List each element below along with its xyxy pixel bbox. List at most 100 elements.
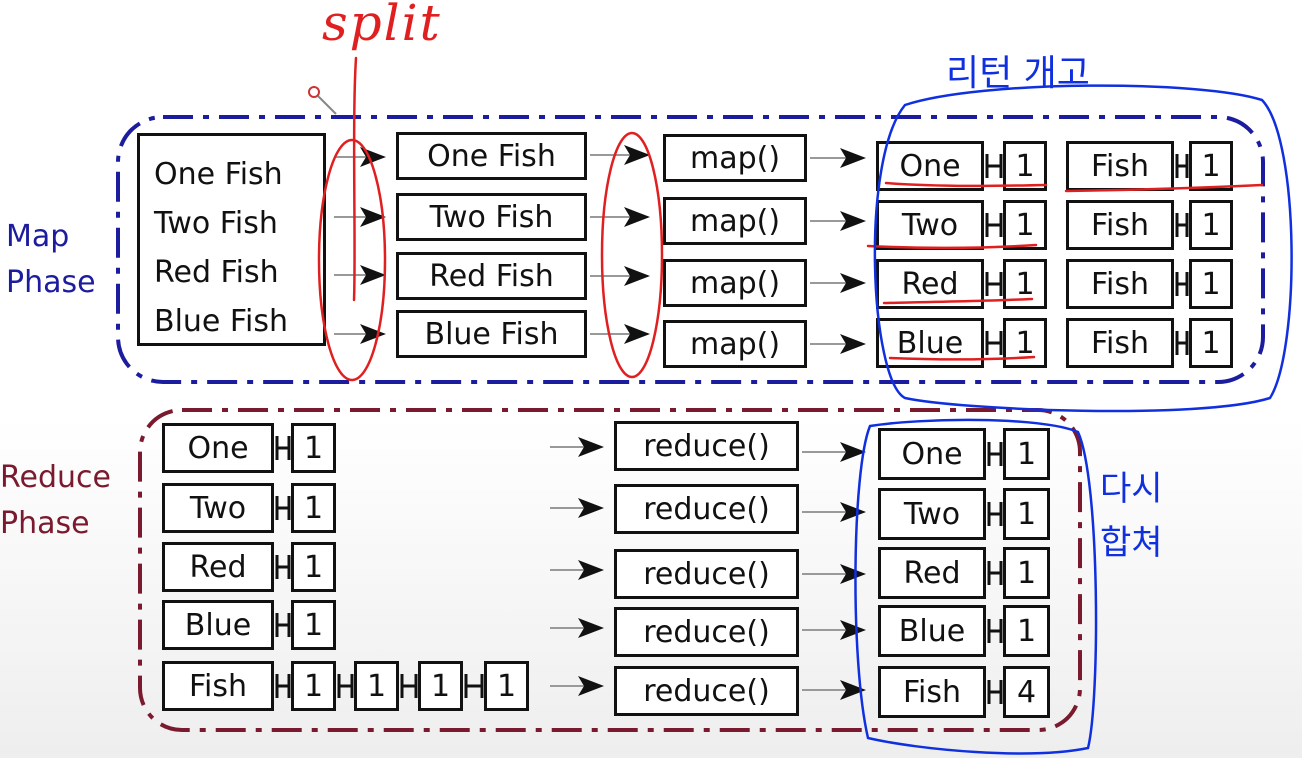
reduce-phase-label-line2: Phase bbox=[0, 506, 90, 541]
kv-connector bbox=[987, 502, 1003, 526]
split-ellipse-1 bbox=[317, 138, 387, 382]
input-line: One Fish bbox=[154, 157, 283, 192]
kv-connector bbox=[987, 619, 1003, 643]
cursor-icon bbox=[308, 86, 337, 115]
annotation-split: split bbox=[322, 0, 442, 52]
split-box: Blue Fish bbox=[396, 310, 587, 358]
arrowhead bbox=[578, 618, 604, 638]
map-output-key: Fish bbox=[1066, 200, 1174, 250]
underline-blue bbox=[888, 355, 1036, 361]
map-output-key: Fish bbox=[1066, 259, 1174, 309]
arrowhead bbox=[624, 145, 650, 165]
reduce-function-box: reduce() bbox=[614, 484, 799, 534]
underline-fish bbox=[1064, 183, 1264, 193]
arrowhead bbox=[840, 211, 866, 231]
map-function-box: map() bbox=[663, 320, 807, 368]
split-box: One Fish bbox=[396, 132, 587, 180]
group-value: 1 bbox=[484, 661, 529, 711]
map-function-box: map() bbox=[663, 259, 807, 307]
kv-connector bbox=[985, 331, 1003, 355]
arrowhead bbox=[840, 273, 866, 293]
group-key: Fish bbox=[162, 661, 274, 711]
reduce-phase-label: Reduce Phase bbox=[0, 455, 111, 547]
input-document: One Fish Two Fish Red Fish Blue Fish bbox=[137, 133, 326, 346]
kv-connector bbox=[1175, 272, 1189, 296]
kv-connector bbox=[275, 674, 291, 698]
map-output-key: Fish bbox=[1066, 318, 1174, 368]
split-box: Red Fish bbox=[396, 252, 587, 300]
kv-connector bbox=[987, 442, 1003, 466]
map-function-box: map() bbox=[663, 134, 807, 182]
arrowhead bbox=[624, 207, 650, 227]
map-function-box: map() bbox=[663, 197, 807, 245]
kv-connector bbox=[987, 680, 1003, 704]
map-phase-label-line1: Map bbox=[6, 219, 70, 254]
result-key: Red bbox=[878, 547, 986, 599]
blue-annotations bbox=[854, 84, 1293, 755]
arrowhead bbox=[624, 266, 650, 286]
group-key: Blue bbox=[162, 600, 274, 650]
arrowhead bbox=[840, 334, 866, 354]
input-line: Red Fish bbox=[154, 255, 279, 290]
arrowhead bbox=[578, 560, 604, 580]
arrowhead bbox=[578, 676, 604, 696]
annotation-right-bottom: 다시 합쳐 bbox=[1100, 462, 1163, 570]
group-value: 1 bbox=[291, 423, 336, 473]
arrowhead bbox=[840, 148, 866, 168]
result-key: Fish bbox=[878, 666, 986, 718]
map-output-circle bbox=[873, 84, 1293, 413]
group-key: One bbox=[162, 423, 274, 473]
annotation-right-bottom-line2: 합쳐 bbox=[1100, 523, 1163, 563]
result-count: 4 bbox=[1003, 666, 1050, 718]
group-value: 1 bbox=[354, 661, 399, 711]
map-output-value: 1 bbox=[1189, 141, 1233, 191]
map-output-value: 1 bbox=[1189, 318, 1233, 368]
reduce-function-box: reduce() bbox=[614, 421, 799, 471]
result-count: 1 bbox=[1003, 605, 1050, 657]
group-value: 1 bbox=[418, 661, 463, 711]
kv-connector bbox=[275, 496, 291, 520]
underline-red bbox=[882, 297, 1034, 305]
map-output-value: 1 bbox=[1189, 200, 1233, 250]
kv-connector bbox=[275, 613, 291, 637]
result-key: Blue bbox=[878, 605, 986, 657]
map-phase-label-line2: Phase bbox=[6, 265, 96, 300]
reduce-function-box: reduce() bbox=[614, 549, 799, 599]
arrowhead bbox=[840, 620, 866, 640]
red-annotations bbox=[317, 56, 1264, 382]
map-output-value: 1 bbox=[1003, 141, 1047, 191]
arrowhead bbox=[840, 442, 866, 462]
arrowhead bbox=[840, 564, 866, 584]
arrowhead bbox=[360, 207, 386, 227]
map-output-value: 1 bbox=[1003, 259, 1047, 309]
reduce-phase-label-line1: Reduce bbox=[0, 460, 111, 495]
group-value: 1 bbox=[291, 661, 336, 711]
kv-connector bbox=[337, 674, 354, 698]
input-line: Blue Fish bbox=[154, 304, 288, 339]
kv-connector bbox=[464, 674, 484, 698]
kv-connector bbox=[985, 272, 1003, 296]
arrowhead bbox=[578, 437, 604, 457]
arrowhead bbox=[360, 324, 386, 344]
kv-connector bbox=[985, 154, 1003, 178]
group-key: Two bbox=[162, 483, 274, 533]
arrowhead bbox=[360, 265, 386, 285]
kv-connector bbox=[987, 561, 1003, 585]
map-phase-label: Map Phase bbox=[6, 214, 96, 306]
reduce-output-circle bbox=[854, 418, 1098, 755]
kv-connector bbox=[985, 213, 1003, 237]
group-value: 1 bbox=[291, 483, 336, 533]
arrowheads bbox=[360, 145, 866, 700]
reduce-phase-border bbox=[138, 408, 1082, 732]
result-key: Two bbox=[878, 488, 986, 540]
kv-connector bbox=[275, 555, 291, 579]
map-output-value: 1 bbox=[1003, 318, 1047, 368]
map-output-value: 1 bbox=[1189, 259, 1233, 309]
kv-connector bbox=[1175, 154, 1189, 178]
group-key: Red bbox=[162, 542, 274, 592]
reduce-function-box: reduce() bbox=[614, 607, 799, 657]
